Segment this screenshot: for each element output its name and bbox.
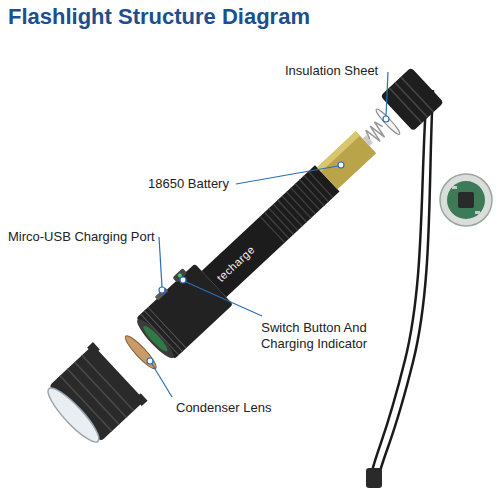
usb-port	[155, 287, 169, 300]
switch-button	[172, 268, 187, 283]
battery	[317, 131, 376, 189]
bezel-crenel	[135, 393, 148, 406]
tail-cap	[380, 67, 443, 131]
flashlight-body	[40, 56, 455, 451]
leader-line	[159, 237, 162, 287]
battery-terminal	[363, 135, 373, 146]
leader-dot	[338, 162, 344, 168]
leader-line	[186, 282, 262, 316]
leader-line	[386, 72, 388, 116]
leader-dot	[383, 116, 389, 122]
part-label: Insulation Sheet	[285, 63, 378, 79]
tail-knurl	[389, 77, 433, 123]
body-knurl	[260, 171, 333, 242]
bezel-crenel	[87, 342, 100, 355]
lanyard-strand	[370, 88, 427, 478]
part-label: Switch Button And Charging Indicator	[250, 320, 378, 352]
lanyard-clip	[366, 468, 382, 488]
leader-lines	[147, 72, 389, 397]
diagram-title: Flashlight Structure Diagram	[8, 4, 310, 30]
leader-dot	[159, 287, 165, 293]
front-glass	[42, 383, 104, 448]
battery-shine	[317, 131, 360, 172]
lanyard	[370, 88, 433, 478]
thread	[141, 307, 187, 355]
leader-dot	[180, 277, 186, 283]
part-label: Mirco-USB Charging Port	[8, 229, 155, 245]
leader-dot	[147, 358, 153, 364]
leader-line	[236, 166, 338, 184]
part-label: Condenser Lens	[176, 400, 271, 416]
leader-line	[152, 364, 172, 397]
lanyard-strand	[378, 90, 433, 478]
part-label: 18650 Battery	[148, 176, 229, 192]
led-board	[141, 323, 170, 353]
switch-board-inset	[440, 174, 492, 226]
